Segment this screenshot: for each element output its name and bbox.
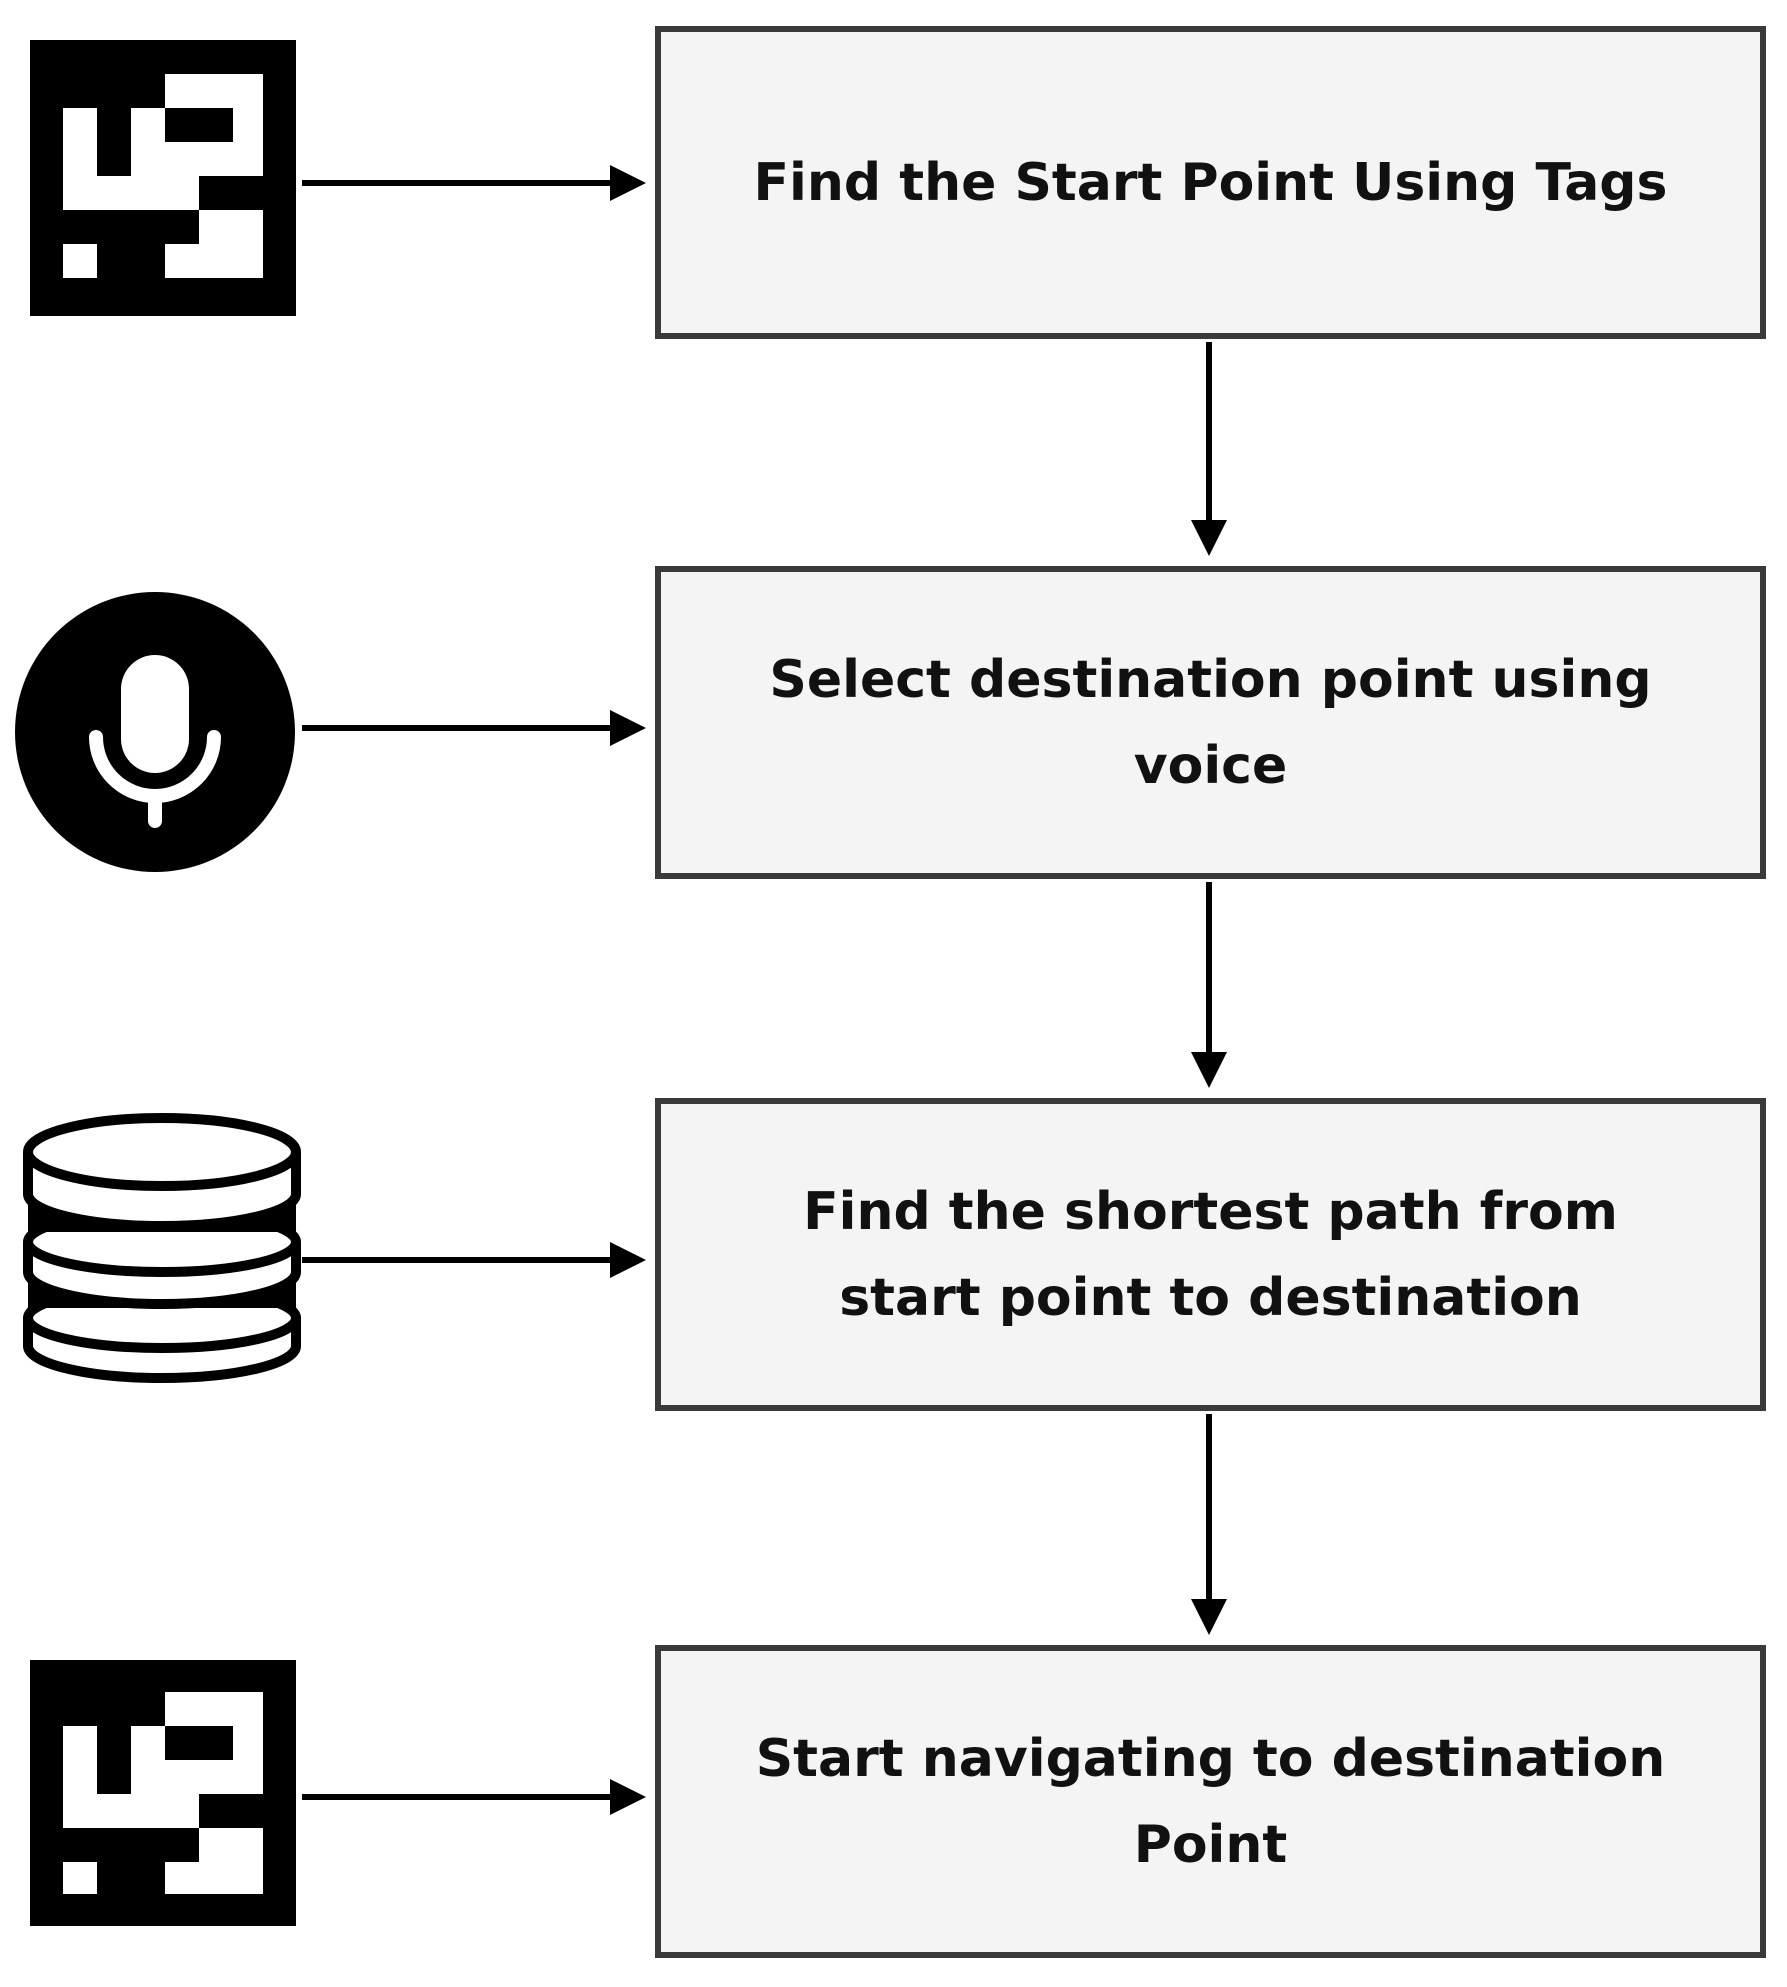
step-label: Find the shortest path from start point … — [803, 1181, 1618, 1328]
step-box-start-navigating: Start navigating to destination Point — [655, 1645, 1766, 1958]
marker-tag-icon — [30, 1660, 296, 1926]
microphone-icon — [15, 592, 295, 872]
database-icon — [23, 1113, 301, 1383]
step-label: Find the Start Point Using Tags — [753, 152, 1668, 213]
step-box-select-destination: Select destination point using voice — [655, 566, 1766, 879]
step-box-shortest-path: Find the shortest path from start point … — [655, 1098, 1766, 1411]
step-box-find-start: Find the Start Point Using Tags — [655, 26, 1766, 339]
step-label: Start navigating to destination Point — [755, 1728, 1666, 1875]
step-label: Select destination point using voice — [769, 649, 1652, 796]
marker-tag-icon — [30, 40, 296, 316]
